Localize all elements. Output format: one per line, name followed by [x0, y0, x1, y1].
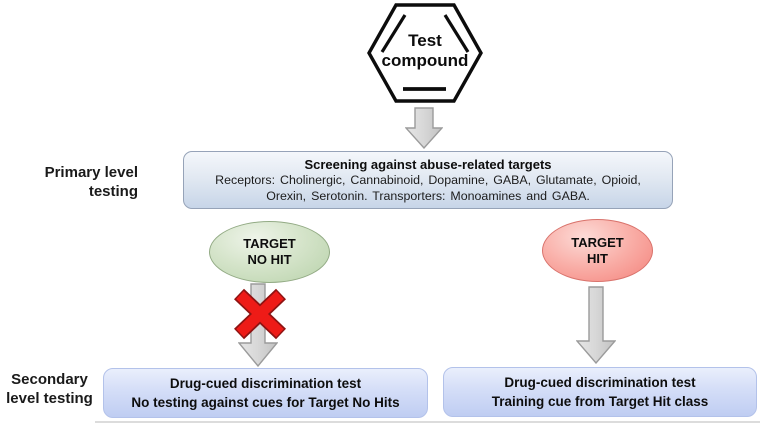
benzene-hexagon-icon: [367, 3, 483, 103]
down-arrow-icon: [405, 107, 443, 149]
test-compound-label: Test compound: [381, 31, 469, 70]
target-hit-oval: TARGET HIT: [542, 219, 653, 282]
hit-test-label: Drug-cued discrimination test Training c…: [491, 375, 709, 409]
screening-title: Screening against abuse-related targets: [304, 157, 552, 172]
red-x-icon: [234, 288, 286, 340]
down-arrow-icon: [576, 286, 616, 364]
no-hit-test-label: Drug-cued discrimination test No testing…: [131, 376, 400, 410]
bottom-divider: [95, 421, 760, 423]
target-no-hit-label: TARGET NO HIT: [243, 236, 296, 267]
primary-level-label: Primary level testing: [44, 164, 138, 200]
secondary-level-label: Secondary level testing: [6, 371, 93, 407]
target-hit-label: TARGET HIT: [571, 234, 624, 266]
screening-box: Screening against abuse-related targets …: [183, 151, 673, 209]
screening-body: Receptors: Cholinergic, Cannabinoid, Dop…: [215, 173, 641, 203]
hit-test-box: Drug-cued discrimination test Training c…: [443, 367, 757, 417]
target-no-hit-oval: TARGET NO HIT: [209, 221, 330, 283]
no-hit-test-box: Drug-cued discrimination test No testing…: [103, 368, 428, 418]
